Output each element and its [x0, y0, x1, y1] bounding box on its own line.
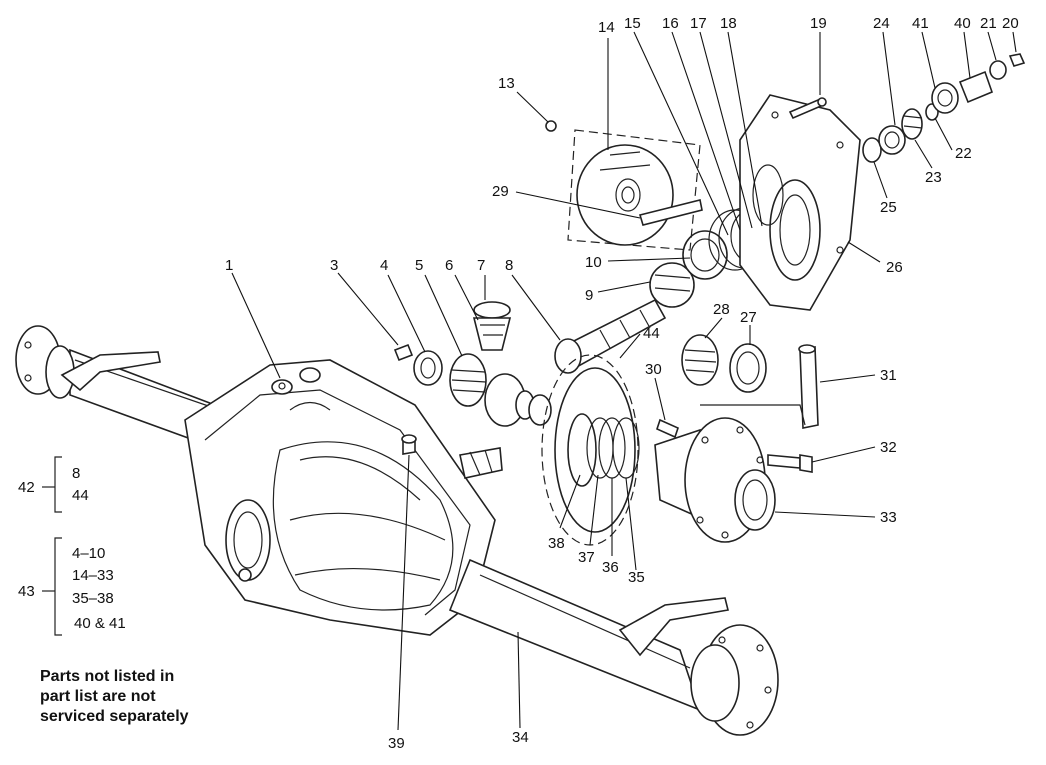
callout-35: 35 [628, 569, 645, 586]
callout-15: 15 [624, 15, 641, 32]
callout-1: 1 [225, 257, 233, 274]
callout-10: 10 [585, 254, 602, 271]
washers-35-38 [567, 413, 640, 487]
callout-27: 27 [740, 309, 757, 326]
callout-33: 33 [880, 509, 897, 526]
side-gear-5 [449, 353, 487, 407]
callout-28: 28 [713, 301, 730, 318]
callout-8: 8 [505, 257, 513, 274]
group-42-item: 8 [72, 465, 80, 482]
callout-44: 44 [643, 325, 660, 342]
callout-24: 24 [873, 15, 890, 32]
side-gear-lower [459, 447, 503, 479]
callout-5: 5 [415, 257, 423, 274]
note-line-1: Parts not listed in [40, 668, 174, 685]
race-41 [931, 82, 959, 114]
bolt-19 [788, 97, 827, 120]
differential-case-33 [654, 417, 776, 543]
bearing-9 [649, 262, 695, 308]
callout-7: 7 [477, 257, 485, 274]
callout-38: 38 [548, 535, 565, 552]
callout-21: 21 [980, 15, 997, 32]
callout-36: 36 [602, 559, 619, 576]
cup-27 [729, 343, 767, 393]
case-26 [739, 94, 861, 311]
callout-25: 25 [880, 199, 897, 216]
group-43-item: 4–10 [72, 545, 105, 562]
callout-41: 41 [912, 15, 929, 32]
callout-13: 13 [498, 75, 515, 92]
note-line-3: serviced separately [40, 708, 189, 725]
bolt-32 [767, 454, 813, 473]
group-43-item: 14–33 [72, 567, 114, 584]
side-gear-right [484, 373, 552, 427]
callout-32: 32 [880, 439, 897, 456]
service-note: Parts not listed in part list are not se… [40, 668, 189, 725]
pin-39 [401, 434, 417, 455]
group-43-item: 40 & 41 [74, 615, 126, 632]
note-line-2: part list are not [40, 688, 156, 705]
callout-14: 14 [598, 19, 615, 36]
seal-24 [878, 125, 906, 155]
callout-34: 34 [512, 729, 529, 746]
callout-37: 37 [578, 549, 595, 566]
bolt-13 [545, 120, 557, 132]
callout-3: 3 [330, 257, 338, 274]
group-43-item: 35–38 [72, 590, 114, 607]
drive-pinion-8 [554, 298, 667, 374]
group-42-item: 44 [72, 487, 89, 504]
cover-14 [567, 129, 701, 251]
callout-31: 31 [880, 367, 897, 384]
callout-39: 39 [388, 735, 405, 752]
bearing-23 [901, 108, 923, 140]
nut-20 [1008, 53, 1026, 67]
group-42: 42 8 44 [18, 456, 89, 513]
washer-4 [413, 350, 443, 386]
callout-29: 29 [492, 183, 509, 200]
race-10 [682, 230, 728, 280]
callout-9: 9 [585, 287, 593, 304]
callout-4: 4 [380, 257, 388, 274]
group-43-label: 43 [18, 583, 35, 600]
callout-17: 17 [690, 15, 707, 32]
pin-3 [393, 343, 414, 362]
leader-lines [231, 31, 1017, 731]
callout-19: 19 [810, 15, 827, 32]
callout-23: 23 [925, 169, 942, 186]
callout-18: 18 [720, 15, 737, 32]
callout-26: 26 [886, 259, 903, 276]
pinion-gear-6-7 [472, 301, 512, 351]
bolt-29 [638, 199, 703, 226]
yoke-40 [958, 70, 994, 104]
callout-22: 22 [955, 145, 972, 162]
bearing-28 [681, 334, 719, 386]
group-bracket-31 [700, 404, 806, 426]
callout-labels: 1 3 4 5 6 7 8 9 10 13 14 15 16 17 18 19 … [225, 15, 1019, 752]
callout-20: 20 [1002, 15, 1019, 32]
group-43: 43 4–10 14–33 35–38 40 & 41 [18, 537, 126, 636]
washer-21 [989, 60, 1007, 80]
callout-6: 6 [445, 257, 453, 274]
callout-16: 16 [662, 15, 679, 32]
seal-25 [862, 137, 882, 163]
shaft-31 [798, 344, 819, 429]
callout-30: 30 [645, 361, 662, 378]
group-42-label: 42 [18, 479, 35, 496]
callout-40: 40 [954, 15, 971, 32]
pin-30 [656, 418, 679, 439]
axle-housing [15, 325, 779, 736]
